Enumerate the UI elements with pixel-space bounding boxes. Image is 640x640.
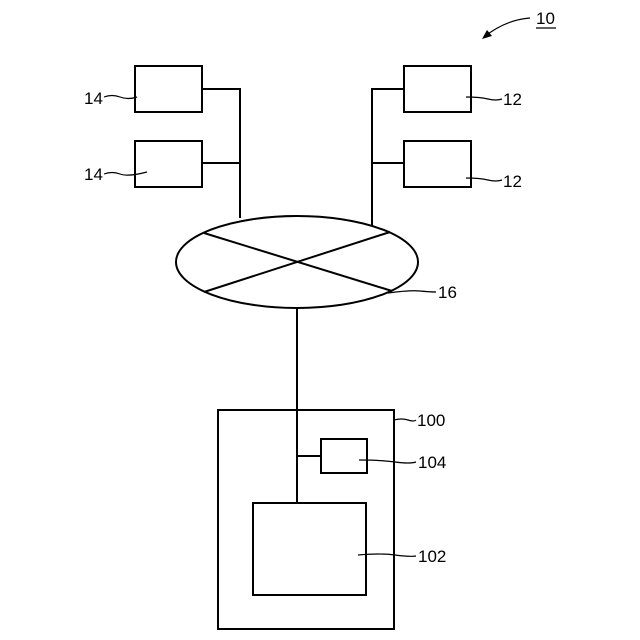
terminal-box-left-top: [135, 66, 202, 112]
server-unit-large-box: [253, 503, 366, 595]
terminal-label-left-bottom: 14: [84, 165, 103, 184]
server-unit-small-box: [321, 439, 367, 473]
server-unit-large-label: 102: [418, 547, 446, 566]
leader-server: [394, 419, 416, 421]
system-arrow-head: [482, 30, 492, 39]
system-arrow-shaft: [484, 18, 530, 37]
terminal-label-right-top: 12: [503, 90, 522, 109]
terminal-label-right-bottom: 12: [503, 172, 522, 191]
terminal-box-right-top: [404, 66, 471, 112]
terminal-box-right-bottom: [404, 141, 471, 187]
terminal-label-left-top: 14: [84, 89, 103, 108]
system-label: 10: [536, 9, 555, 28]
network-label: 16: [438, 283, 457, 302]
leader-network: [388, 291, 436, 293]
server-unit-small-label: 104: [418, 453, 446, 472]
leader-terminal-left-top: [104, 96, 137, 99]
connector-right-top: [372, 89, 404, 226]
connector-left-top: [202, 89, 240, 218]
server-label: 100: [417, 411, 445, 430]
terminal-box-left-bottom: [135, 141, 202, 187]
